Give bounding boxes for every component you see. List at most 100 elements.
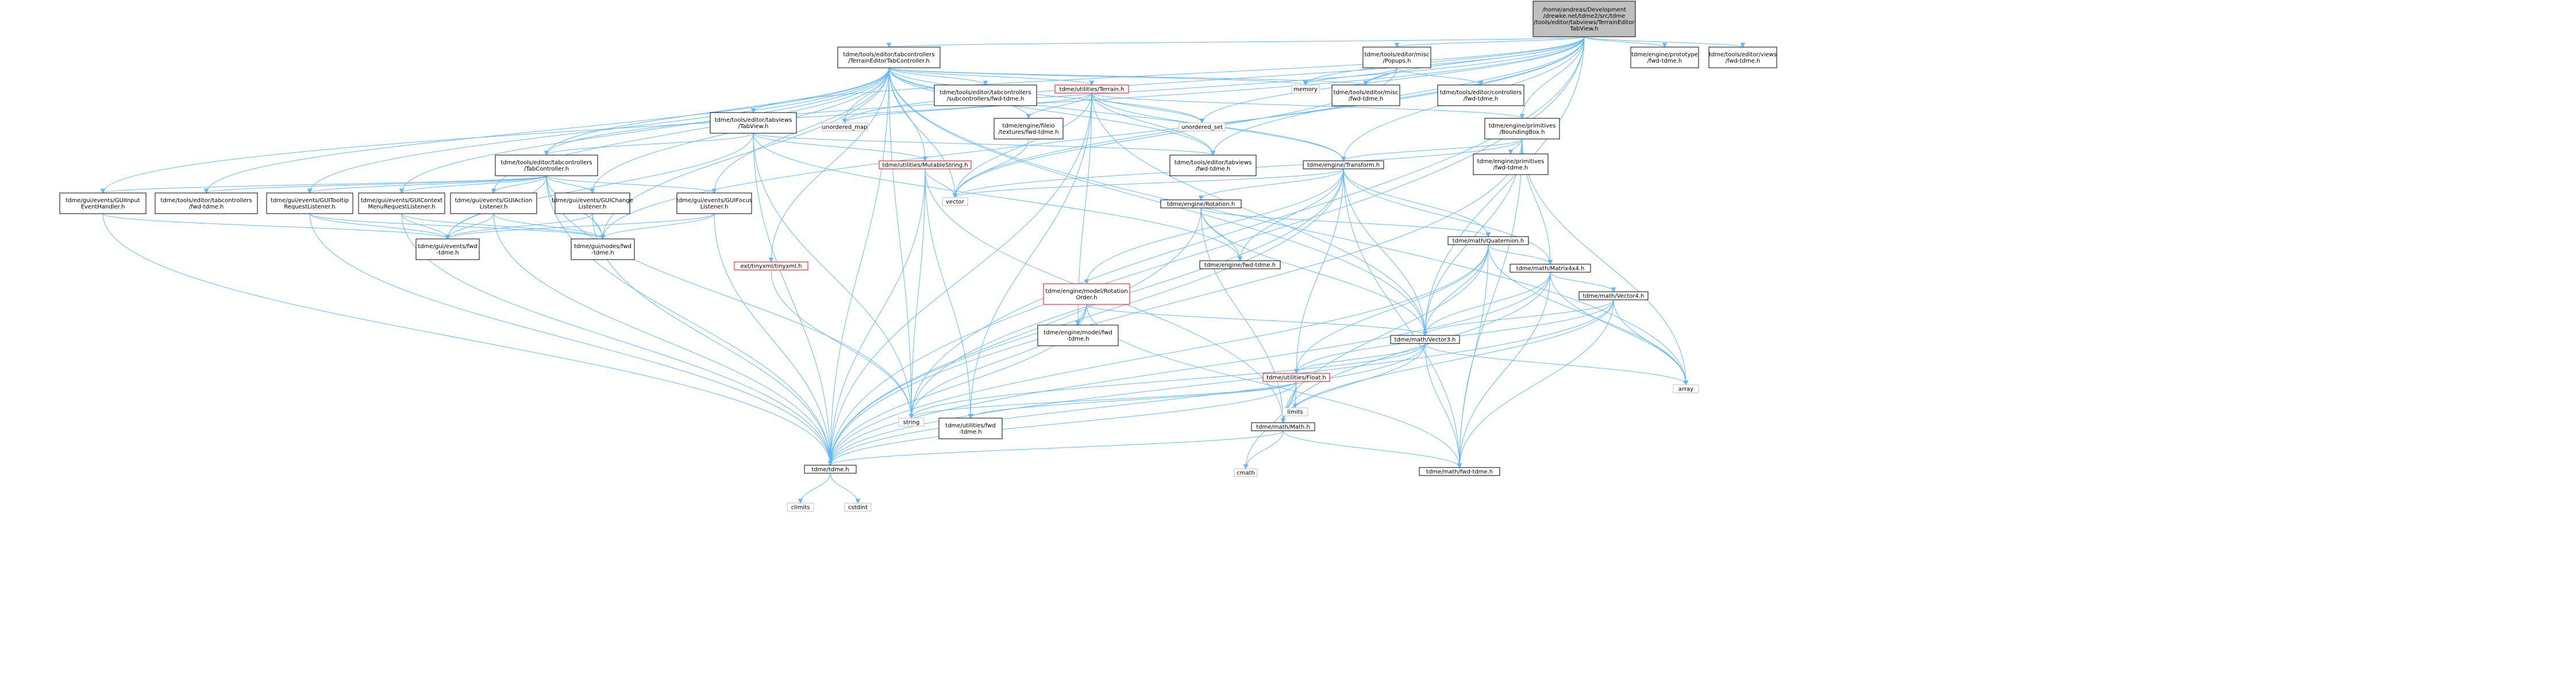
edge-transform-to-rotorder	[1084, 168, 1344, 285]
edge-transform-to-engine_fwd	[1237, 168, 1344, 262]
node-label: /home/andreas/Development	[1542, 7, 1626, 13]
node-label: /TerrainEditorTabController.h	[848, 58, 930, 64]
node-math[interactable]: tdme/math/Math.h	[1251, 422, 1315, 431]
node-box	[1419, 467, 1500, 476]
edge-tooltip-to-events_fwd	[309, 213, 450, 240]
node-views_fwd[interactable]: tdme/tools/editor/views/fwd-tdme.h	[1708, 47, 1777, 68]
node-rotation[interactable]: tdme/engine/Rotation.h	[1160, 199, 1242, 208]
edge-tabctrl-to-tooltip	[307, 175, 547, 194]
edge-math-to-math_fwd	[1283, 430, 1462, 469]
node-proto_fwd[interactable]: tdme/engine/prototype/fwd-tdme.h	[1630, 47, 1699, 68]
edge-rotation-to-vector3	[1200, 207, 1428, 337]
edge-root-to-popups	[1394, 36, 1585, 48]
node-engine_fwd[interactable]: tdme/engine/fwd-tdme.h	[1199, 260, 1281, 269]
edge-bbox-to-transform	[1341, 138, 1523, 162]
node-label: /fwd-tdme.h	[1349, 96, 1384, 102]
edge-vector4-to-math	[1280, 299, 1614, 424]
node-tabctrl_fwd[interactable]: tdme/tools/editor/tabcontrollers/fwd-tdm…	[155, 192, 258, 214]
node-box	[415, 238, 480, 260]
node-float[interactable]: tdme/utilities/Float.h	[1262, 373, 1330, 382]
node-label: tdme/tools/editor/misc	[1333, 90, 1398, 96]
node-quaternion[interactable]: tdme/math/Quaternion.h	[1447, 236, 1529, 245]
node-subctrl_fwd[interactable]: tdme/tools/editor/tabcontrollers/subcont…	[934, 84, 1037, 106]
node-box	[1484, 118, 1560, 140]
node-tinyxml[interactable]: ext/tinyxml/tinyxml.h	[734, 261, 808, 271]
node-box	[1331, 84, 1400, 106]
node-tooltip[interactable]: tdme/gui/events/GUITooltipRequestListene…	[266, 192, 353, 214]
node-model_fwd[interactable]: tdme/engine/model/fwd-tdme.h	[1037, 324, 1119, 346]
node-label: /TabController.h	[524, 166, 569, 172]
node-tec[interactable]: tdme/tools/editor/tabcontrollers/Terrain…	[837, 47, 941, 68]
edge-terrain-to-util_fwd	[968, 92, 1092, 419]
node-fileio_fwd[interactable]: tdme/engine/fileio/textures/fwd-tdme.h	[994, 118, 1064, 140]
node-box	[571, 238, 635, 260]
node-label: tdme/tools/editor/tabcontrollers	[500, 160, 592, 166]
node-label: tdme/engine/model/fwd	[1044, 330, 1112, 336]
node-label: /BoundingBox.h	[1500, 129, 1545, 136]
edge-tooltip-to-nodes_fwd	[309, 213, 606, 240]
node-contextmenu[interactable]: tdme/gui/events/GUIContextMenuRequestLis…	[358, 192, 445, 214]
node-transform[interactable]: tdme/engine/Transform.h	[1303, 160, 1384, 169]
edge-tabctrl-to-change	[546, 175, 595, 194]
node-util_fwd[interactable]: tdme/utilities/fwd-tdme.h	[938, 418, 1003, 439]
edge-tec-to-memory	[888, 67, 1308, 86]
node-tabview[interactable]: tdme/tools/editor/tabviews/TabView.h	[710, 112, 797, 134]
node-tdme[interactable]: tdme/tdme.h	[804, 465, 857, 474]
node-label: tdme/tools/editor/controllers	[1440, 90, 1522, 96]
node-label: /subcontrollers/fwd-tdme.h	[947, 96, 1025, 102]
node-label: tdme/math/Vector4.h	[1583, 293, 1645, 300]
node-cstdint: cstdint	[844, 503, 872, 512]
edge-action-to-tdme	[493, 213, 833, 466]
node-box	[495, 154, 598, 176]
edge-root-to-proto_fwd	[1584, 36, 1668, 48]
node-mutstr[interactable]: tdme/utilities/MutableString.h	[879, 160, 972, 169]
node-tabctrl[interactable]: tdme/tools/editor/tabcontrollers/TabCont…	[495, 154, 598, 176]
node-tabviews_fwd[interactable]: tdme/tools/editor/tabviews/fwd-tdme.h	[1169, 154, 1257, 176]
node-vector4[interactable]: tdme/math/Vector4.h	[1578, 291, 1649, 300]
node-nodes_fwd[interactable]: tdme/gui/nodes/fwd-tdme.h	[571, 238, 635, 260]
edge-tabctrl-to-tabctrl_fwd	[203, 175, 547, 194]
node-label: tdme/math/Math.h	[1256, 424, 1310, 431]
node-popups[interactable]: tdme/tools/editor/misc/Popups.h	[1362, 47, 1431, 68]
node-label: tdme/engine/Transform.h	[1307, 163, 1380, 169]
edge-tabview-to-tabviews_fwd	[753, 133, 1216, 156]
node-label: /fwd-tdme.h	[189, 204, 224, 210]
node-box	[450, 192, 537, 214]
edge-rotation-to-engine_fwd	[1200, 207, 1243, 262]
node-terrain[interactable]: tdme/utilities/Terrain.h	[1054, 84, 1129, 94]
node-box	[59, 192, 147, 214]
node-label: tdme/math/Vector3.h	[1395, 337, 1456, 343]
node-events_fwd[interactable]: tdme/gui/events/fwd-tdme.h	[415, 238, 480, 260]
node-matrix[interactable]: tdme/math/Matrix4x4.h	[1510, 264, 1591, 273]
edge-tabview-to-engine_fwd	[753, 133, 1243, 262]
node-string: string	[898, 418, 925, 427]
edge-root-to-bbox	[1519, 36, 1585, 119]
node-box	[734, 261, 808, 271]
node-box	[1708, 47, 1777, 68]
node-label: tdme/utilities/Terrain.h	[1060, 87, 1125, 93]
node-label: cmath	[1237, 470, 1255, 477]
node-label: Listener.h	[579, 204, 607, 210]
node-climits: climits	[787, 503, 814, 512]
node-label: tdme/engine/fileio	[1002, 123, 1054, 129]
edge-root-to-memory	[1303, 36, 1585, 86]
node-label: tdme/gui/events/GUIFocus	[676, 198, 752, 204]
node-misc_fwd[interactable]: tdme/tools/editor/misc/fwd-tdme.h	[1331, 84, 1400, 106]
node-bbox[interactable]: tdme/engine/primitives/BoundingBox.h	[1484, 118, 1560, 140]
node-vector3[interactable]: tdme/math/Vector3.h	[1390, 335, 1460, 344]
edge-bbox-to-prim_fwd	[1508, 138, 1523, 155]
edge-focus-to-nodes_fwd	[600, 213, 715, 240]
node-prim_fwd[interactable]: tdme/engine/primitives/fwd-tdme.h	[1473, 153, 1549, 175]
node-box	[844, 503, 872, 512]
node-label: tdme/tools/editor/misc	[1364, 52, 1429, 58]
edge-tabctrl-to-input_handler	[100, 175, 547, 194]
node-math_fwd[interactable]: tdme/math/fwd-tdme.h	[1419, 467, 1500, 476]
node-ctrl_fwd[interactable]: tdme/tools/editor/controllers/fwd-tdme.h	[1437, 84, 1524, 106]
edge-focus-to-tdme	[714, 213, 833, 466]
